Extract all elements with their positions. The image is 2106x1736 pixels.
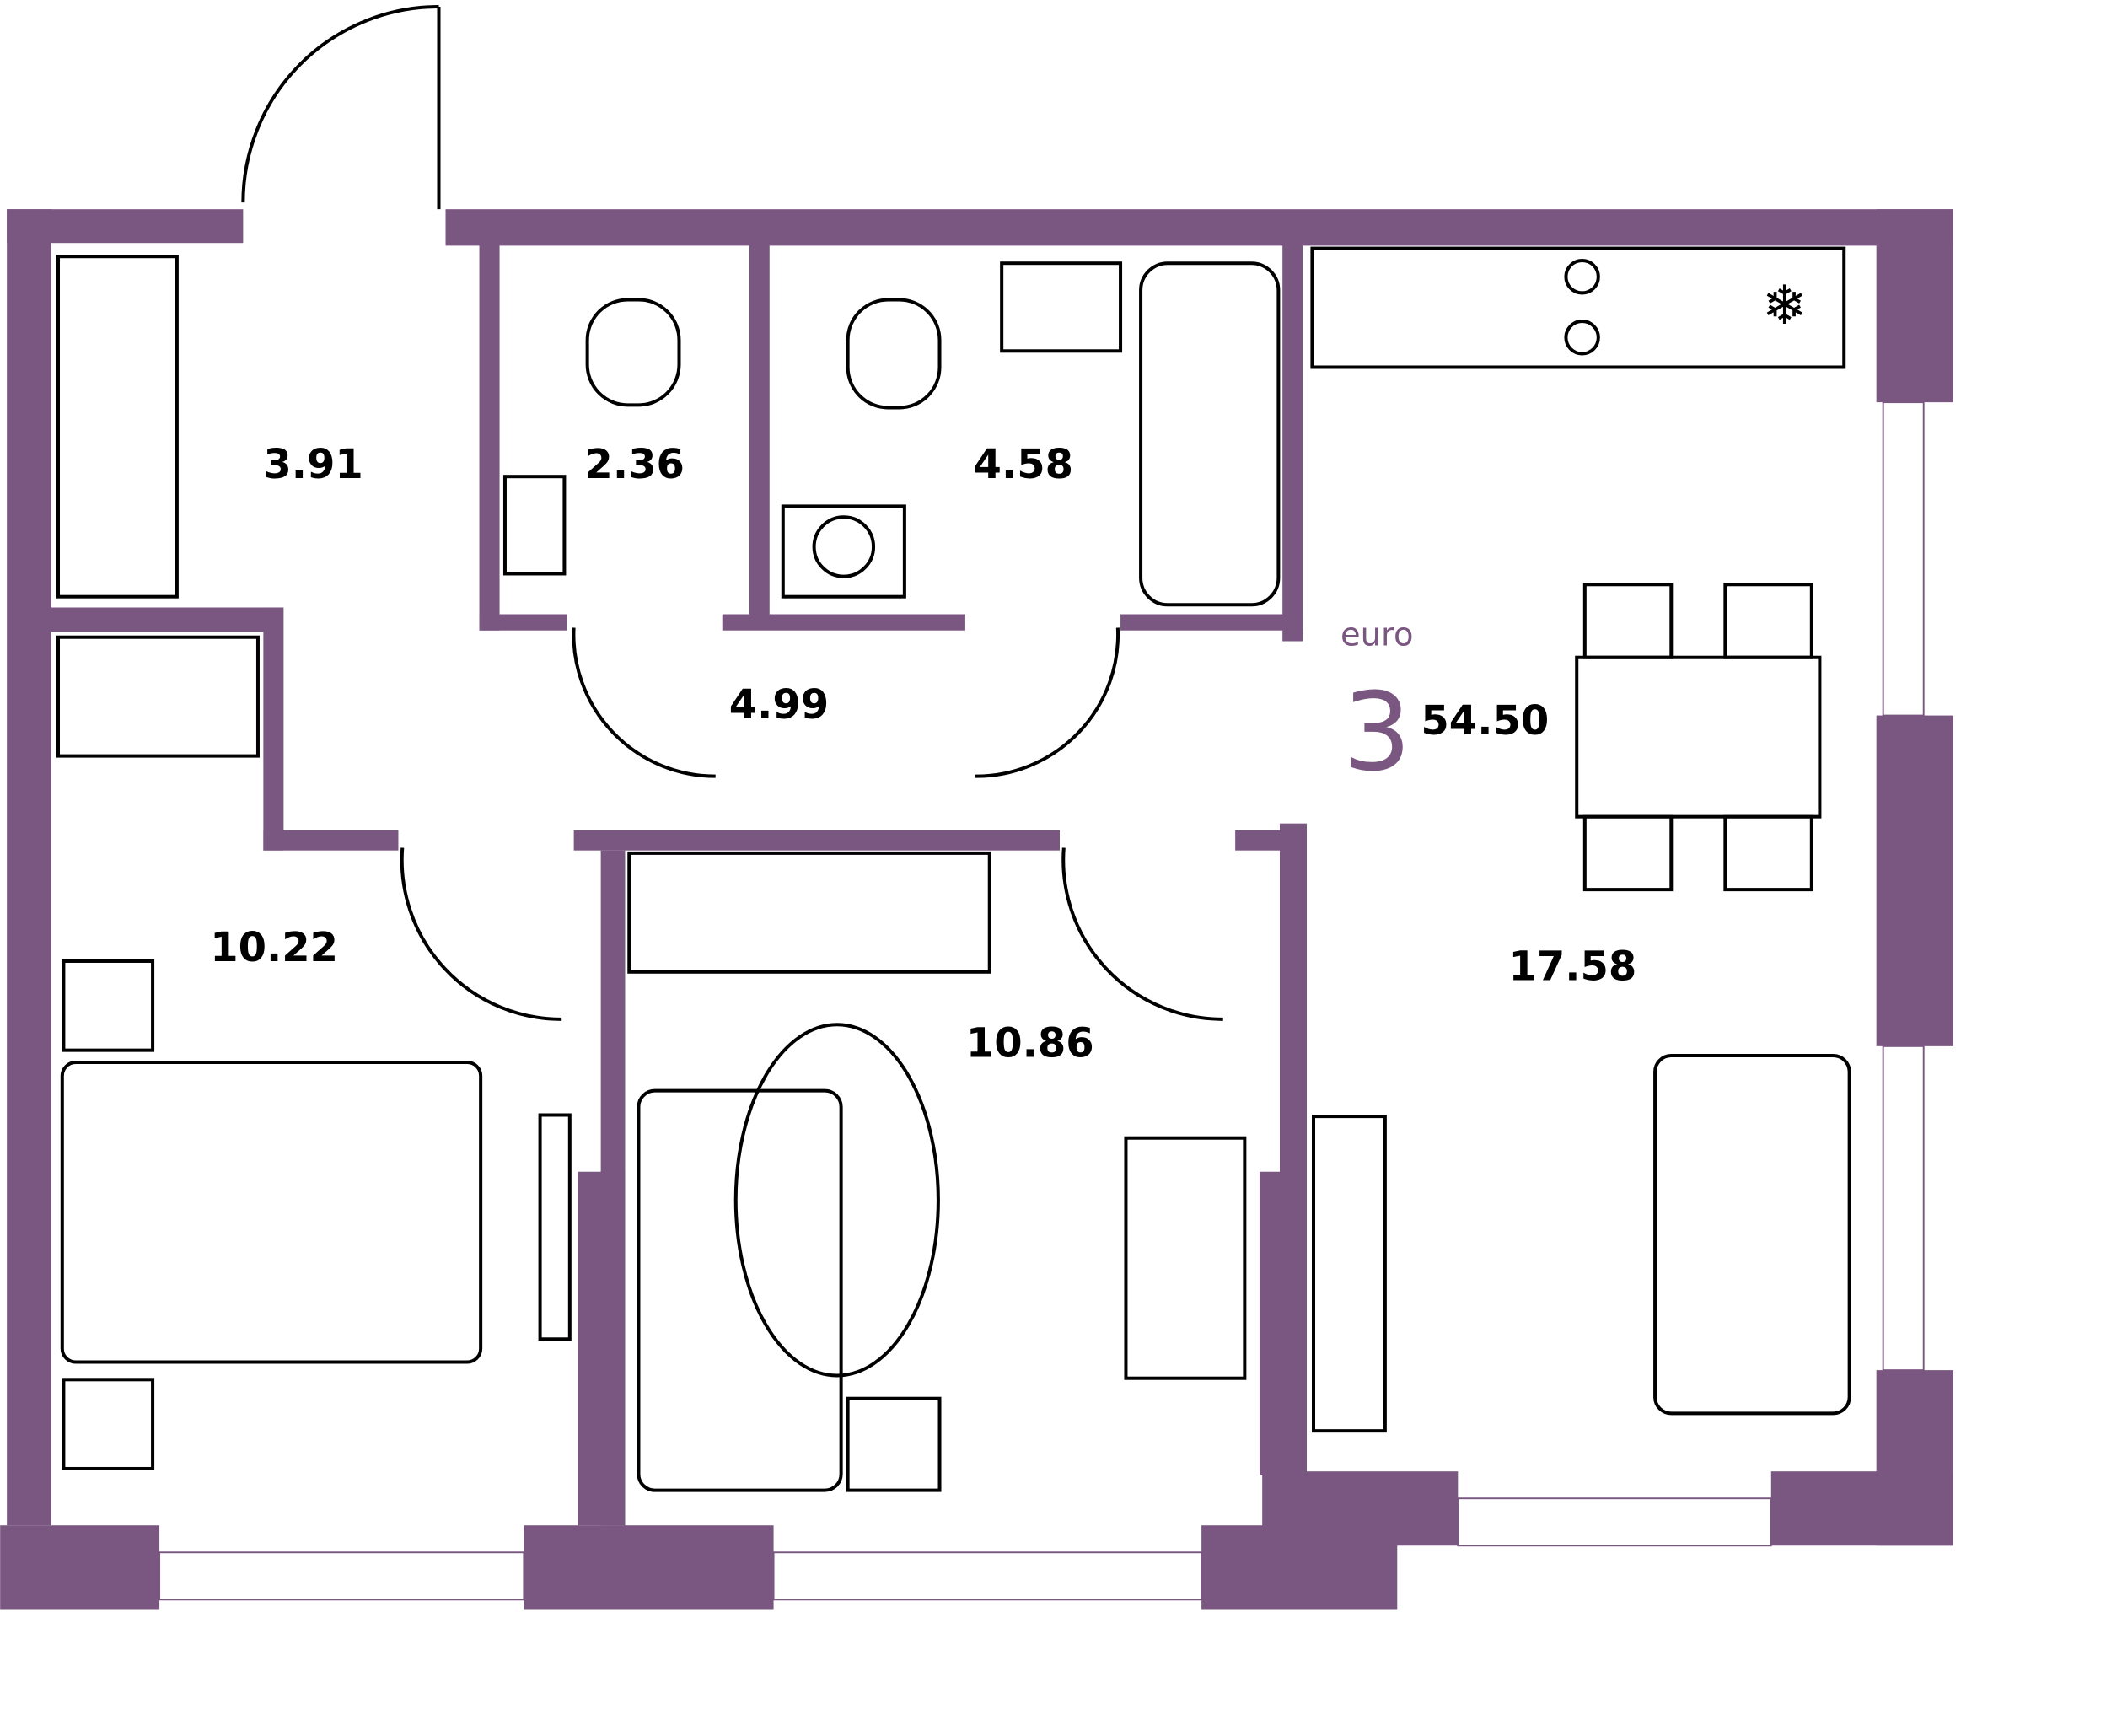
tv-stand xyxy=(1312,1115,1387,1433)
walls xyxy=(0,209,1953,1610)
room-count: 3 xyxy=(1343,670,1411,796)
apartment-type: euro xyxy=(1340,615,1413,653)
windows xyxy=(158,401,1925,1601)
bathtub xyxy=(1139,261,1281,607)
wardrobe xyxy=(56,255,179,599)
area-bedroom-1: 10.22 xyxy=(210,924,338,971)
snowflake-icon: ❄ xyxy=(1762,276,1808,336)
area-corridor: 4.99 xyxy=(729,681,829,728)
kitchen-counter xyxy=(1310,246,1846,369)
toilet xyxy=(585,298,681,407)
area-bedroom-2: 10.86 xyxy=(966,1020,1094,1067)
doors xyxy=(241,5,1223,1021)
sofa xyxy=(1653,1054,1851,1416)
area-bathroom: 4.58 xyxy=(974,441,1073,488)
furniture: ❄ xyxy=(56,246,1851,1492)
toilet xyxy=(846,298,942,410)
dining-table xyxy=(1575,655,1822,819)
sink xyxy=(1000,261,1123,353)
wardrobe xyxy=(627,851,991,974)
bed xyxy=(637,1088,843,1492)
area-hall: 3.91 xyxy=(263,441,363,488)
wardrobe xyxy=(56,635,260,758)
sink xyxy=(502,475,567,576)
total-area: 54.50 xyxy=(1421,697,1549,744)
area-wc: 2.36 xyxy=(584,441,684,488)
desk xyxy=(1124,1136,1247,1380)
bed xyxy=(60,1061,483,1364)
area-labels: 3.91 2.36 4.58 4.99 10.22 10.86 17.58 eu… xyxy=(210,441,1636,1067)
washing-machine xyxy=(781,504,906,599)
area-kitchen-living: 17.58 xyxy=(1508,943,1636,990)
